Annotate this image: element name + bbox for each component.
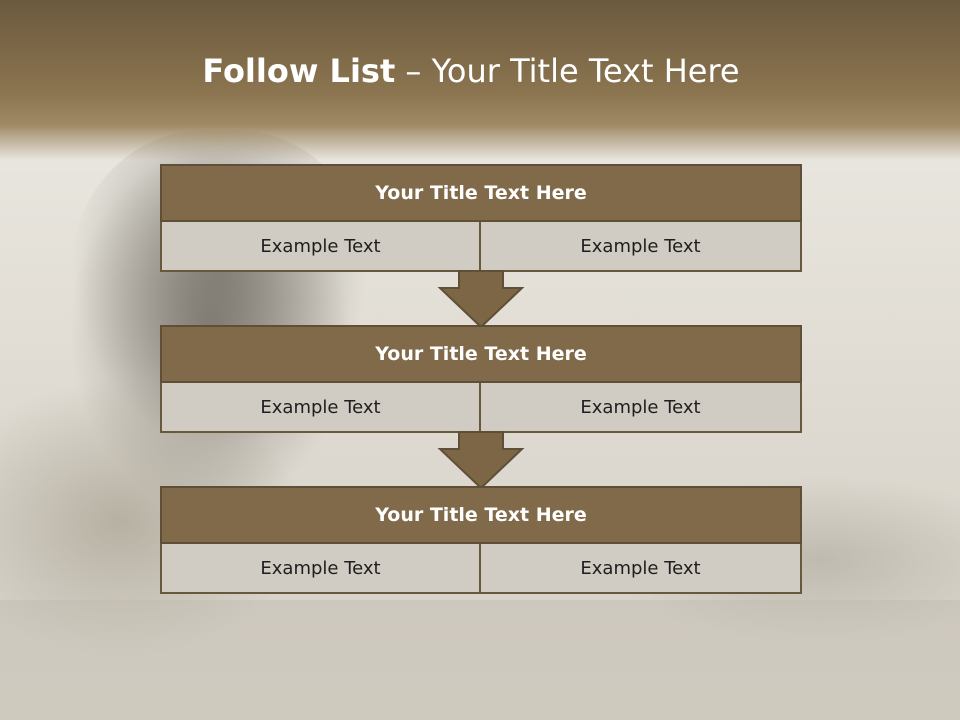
slide-title: Follow List – Your Title Text Here	[0, 52, 951, 90]
header-band	[0, 0, 960, 160]
down-arrow-icon	[437, 431, 525, 489]
step-block-3: Your Title Text Here Example Text Exampl…	[160, 486, 802, 594]
step-row: Example Text Example Text	[160, 544, 802, 594]
step-title: Your Title Text Here	[160, 164, 802, 222]
step-title: Your Title Text Here	[160, 486, 802, 544]
step-block-2: Your Title Text Here Example Text Exampl…	[160, 325, 802, 433]
step-cell-right: Example Text	[481, 544, 802, 594]
ground-haze	[0, 600, 960, 720]
step-cell-right: Example Text	[481, 222, 802, 272]
step-row: Example Text Example Text	[160, 222, 802, 272]
step-cell-left: Example Text	[160, 222, 481, 272]
title-bold: Follow List	[202, 52, 396, 90]
step-cell-left: Example Text	[160, 383, 481, 433]
step-block-1: Your Title Text Here Example Text Exampl…	[160, 164, 802, 272]
title-rest: – Your Title Text Here	[395, 52, 740, 90]
step-row: Example Text Example Text	[160, 383, 802, 433]
step-cell-left: Example Text	[160, 544, 481, 594]
down-arrow-icon	[437, 270, 525, 328]
step-cell-right: Example Text	[481, 383, 802, 433]
step-title: Your Title Text Here	[160, 325, 802, 383]
